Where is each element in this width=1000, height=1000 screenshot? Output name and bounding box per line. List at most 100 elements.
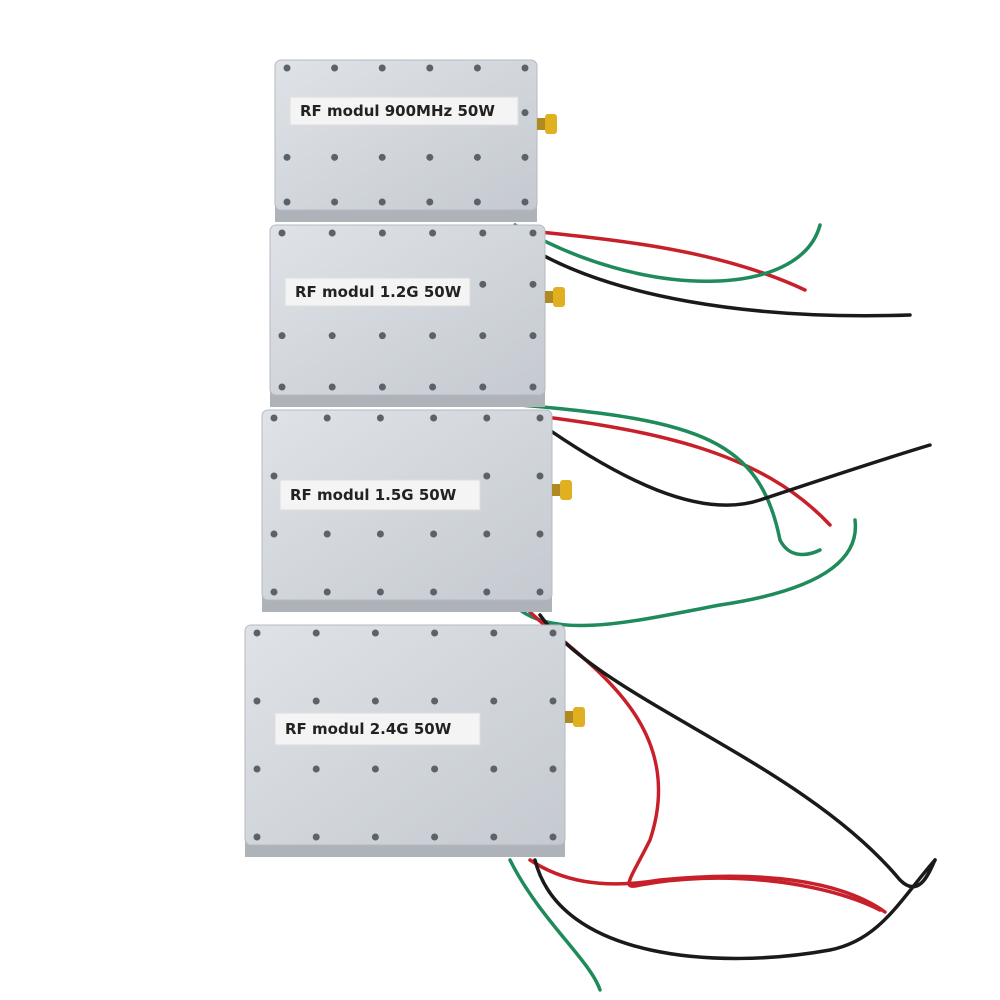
module-label: RF modul 1.2G 50W [295, 283, 462, 301]
wire-black [508, 233, 912, 318]
screw-icon [371, 765, 379, 773]
screw-icon [521, 109, 529, 117]
screw-icon [473, 153, 481, 161]
screw-icon [529, 332, 537, 340]
screw-icon [278, 332, 286, 340]
screw-icon [283, 64, 291, 72]
sma-connector [545, 114, 557, 134]
screw-icon [549, 833, 557, 841]
module-label-sticker [279, 479, 481, 511]
screw-icon [490, 833, 498, 841]
screw-icon [253, 833, 261, 841]
screw-icon [328, 332, 336, 340]
screw-icon [430, 588, 438, 596]
screw-icon [270, 588, 278, 596]
screw-icon [371, 697, 379, 705]
screw-icon [312, 697, 320, 705]
screw-icon [378, 229, 386, 237]
screw-icon [378, 198, 386, 206]
screw-icon [270, 414, 278, 422]
screw-icon [331, 153, 339, 161]
screw-icon [479, 280, 487, 288]
sma-connector [573, 707, 585, 727]
screw-icon [473, 64, 481, 72]
module-lid [274, 59, 538, 211]
screw-icon [323, 588, 331, 596]
screw-icon [278, 229, 286, 237]
screw-icon [529, 229, 537, 237]
screw-icon [490, 629, 498, 637]
wire-green [513, 223, 822, 283]
screw-icon [430, 414, 438, 422]
wire-red [528, 413, 832, 527]
module-label-sticker [284, 277, 471, 307]
rf-module-3: RF modul 1.5G 50W [261, 409, 572, 612]
screw-icon [328, 383, 336, 391]
rf-module-4: RF modul 2.4G 50W [244, 624, 585, 857]
screw-icon [378, 383, 386, 391]
screw-icon [483, 588, 491, 596]
screw-icon [521, 64, 529, 72]
screw-icon [376, 530, 384, 538]
screw-icon [549, 697, 557, 705]
module-label: RF modul 2.4G 50W [285, 720, 452, 738]
screw-icon [378, 332, 386, 340]
screw-icon [328, 229, 336, 237]
wires [508, 223, 937, 992]
screw-icon [426, 153, 434, 161]
screw-icon [479, 229, 487, 237]
screw-icon [323, 530, 331, 538]
screw-icon [283, 153, 291, 161]
screw-icon [312, 765, 320, 773]
screw-icon [549, 765, 557, 773]
screw-icon [312, 833, 320, 841]
screw-icon [473, 198, 481, 206]
screw-icon [483, 414, 491, 422]
screw-icon [431, 833, 439, 841]
screw-icon [431, 629, 439, 637]
wire-green [518, 518, 858, 628]
screw-icon [378, 153, 386, 161]
screw-icon [479, 332, 487, 340]
wire-black [538, 613, 937, 889]
screw-icon [253, 697, 261, 705]
wire-red [528, 858, 887, 914]
sma-connector-base [537, 118, 545, 130]
screw-icon [323, 414, 331, 422]
screw-icon [376, 414, 384, 422]
sma-connector [560, 480, 572, 500]
screw-icon [430, 530, 438, 538]
screw-icon [429, 332, 437, 340]
screw-icon [536, 530, 544, 538]
screw-icon [536, 472, 544, 480]
screw-icon [253, 765, 261, 773]
rf-module-1: RF modul 900MHz 50W [274, 59, 557, 222]
module-label-sticker [289, 96, 519, 126]
rf-module-2: RF modul 1.2G 50W [269, 224, 565, 407]
screw-icon [521, 153, 529, 161]
screw-icon [431, 697, 439, 705]
sma-connector-base [545, 291, 553, 303]
screw-icon [331, 64, 339, 72]
screw-icon [536, 414, 544, 422]
screw-icon [376, 588, 384, 596]
module-lid [269, 224, 546, 396]
sma-connector-base [552, 484, 560, 496]
sma-connector [553, 287, 565, 307]
wire-red [528, 610, 882, 912]
screw-icon [521, 198, 529, 206]
screw-icon [429, 229, 437, 237]
screw-icon [529, 383, 537, 391]
screw-icon [331, 198, 339, 206]
screw-icon [429, 383, 437, 391]
screw-icon [536, 588, 544, 596]
screw-icon [479, 383, 487, 391]
screw-icon [431, 765, 439, 773]
screw-icon [490, 697, 498, 705]
screw-icon [371, 833, 379, 841]
screw-icon [270, 530, 278, 538]
wire-black [533, 418, 932, 507]
screw-icon [371, 629, 379, 637]
